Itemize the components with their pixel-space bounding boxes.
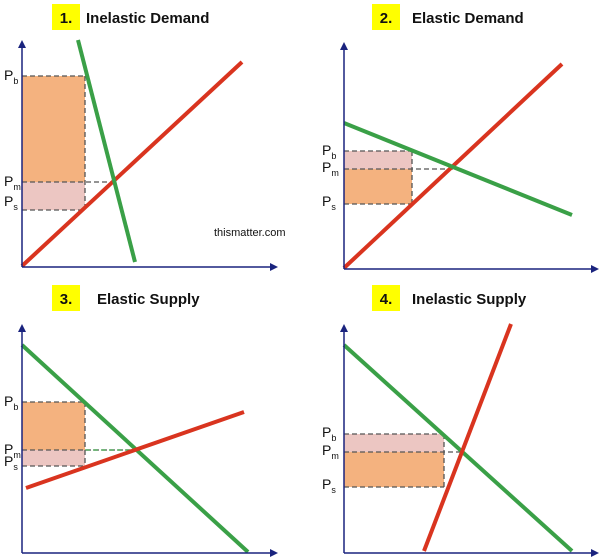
panel-1-number: 1. (60, 10, 73, 27)
panel-1-number-badge (52, 4, 80, 30)
price-label-pb: Pb (4, 67, 18, 86)
consumer-tax-burden-area (22, 76, 85, 182)
panel-3-number: 3. (60, 291, 73, 308)
panel-2-number: 2. (380, 10, 393, 27)
panel-2-title: Elastic Demand (412, 10, 524, 27)
producer-tax-burden-area (22, 182, 85, 210)
panel-1-title: Inelastic Demand (86, 10, 209, 27)
price-label-pb: Pb (4, 393, 18, 412)
demand-curve (343, 121, 573, 217)
panel-inelastic-demand: 1. Inelastic Demand Pb Pm Ps thismatter.… (4, 4, 286, 271)
producer-tax-burden-area (344, 169, 412, 204)
producer-tax-burden-area (22, 450, 85, 466)
consumer-tax-burden-area (22, 402, 85, 450)
panel-4-number-badge (372, 285, 400, 311)
price-label-pm: Pm (4, 173, 21, 192)
demand-curve (342, 343, 574, 553)
price-label-pb: Pb (322, 142, 336, 161)
panel-3-number-badge (52, 285, 80, 311)
panel-3-title: Elastic Supply (97, 291, 200, 308)
price-label-pb: Pb (322, 424, 336, 443)
watermark-text: thismatter.com (214, 227, 286, 239)
price-label-ps: Ps (322, 193, 336, 212)
price-label-pm: Pm (322, 159, 339, 178)
price-label-ps: Ps (4, 193, 18, 212)
panel-elastic-supply: 3. Elastic Supply Pb Pm Ps (4, 285, 278, 557)
panel-4-title: Inelastic Supply (412, 291, 527, 308)
panel-inelastic-supply: 4. Inelastic Supply Pb Pm Ps (322, 285, 599, 557)
producer-tax-burden-area (344, 452, 444, 487)
supply-curve (20, 60, 244, 268)
price-label-pm: Pm (322, 442, 339, 461)
price-label-ps: Ps (4, 453, 18, 472)
demand-curve (76, 39, 137, 263)
panel-2-number-badge (372, 4, 400, 30)
supply-curve (422, 323, 513, 552)
consumer-tax-burden-area (344, 434, 444, 452)
panel-elastic-demand: 2. Elastic Demand Pb Pm Ps (322, 4, 599, 273)
panel-4-number: 4. (380, 291, 393, 308)
price-label-ps: Ps (322, 476, 336, 495)
supply-curve (25, 410, 245, 490)
consumer-tax-burden-area (344, 151, 412, 169)
price-label-pm: Pm (4, 441, 21, 460)
